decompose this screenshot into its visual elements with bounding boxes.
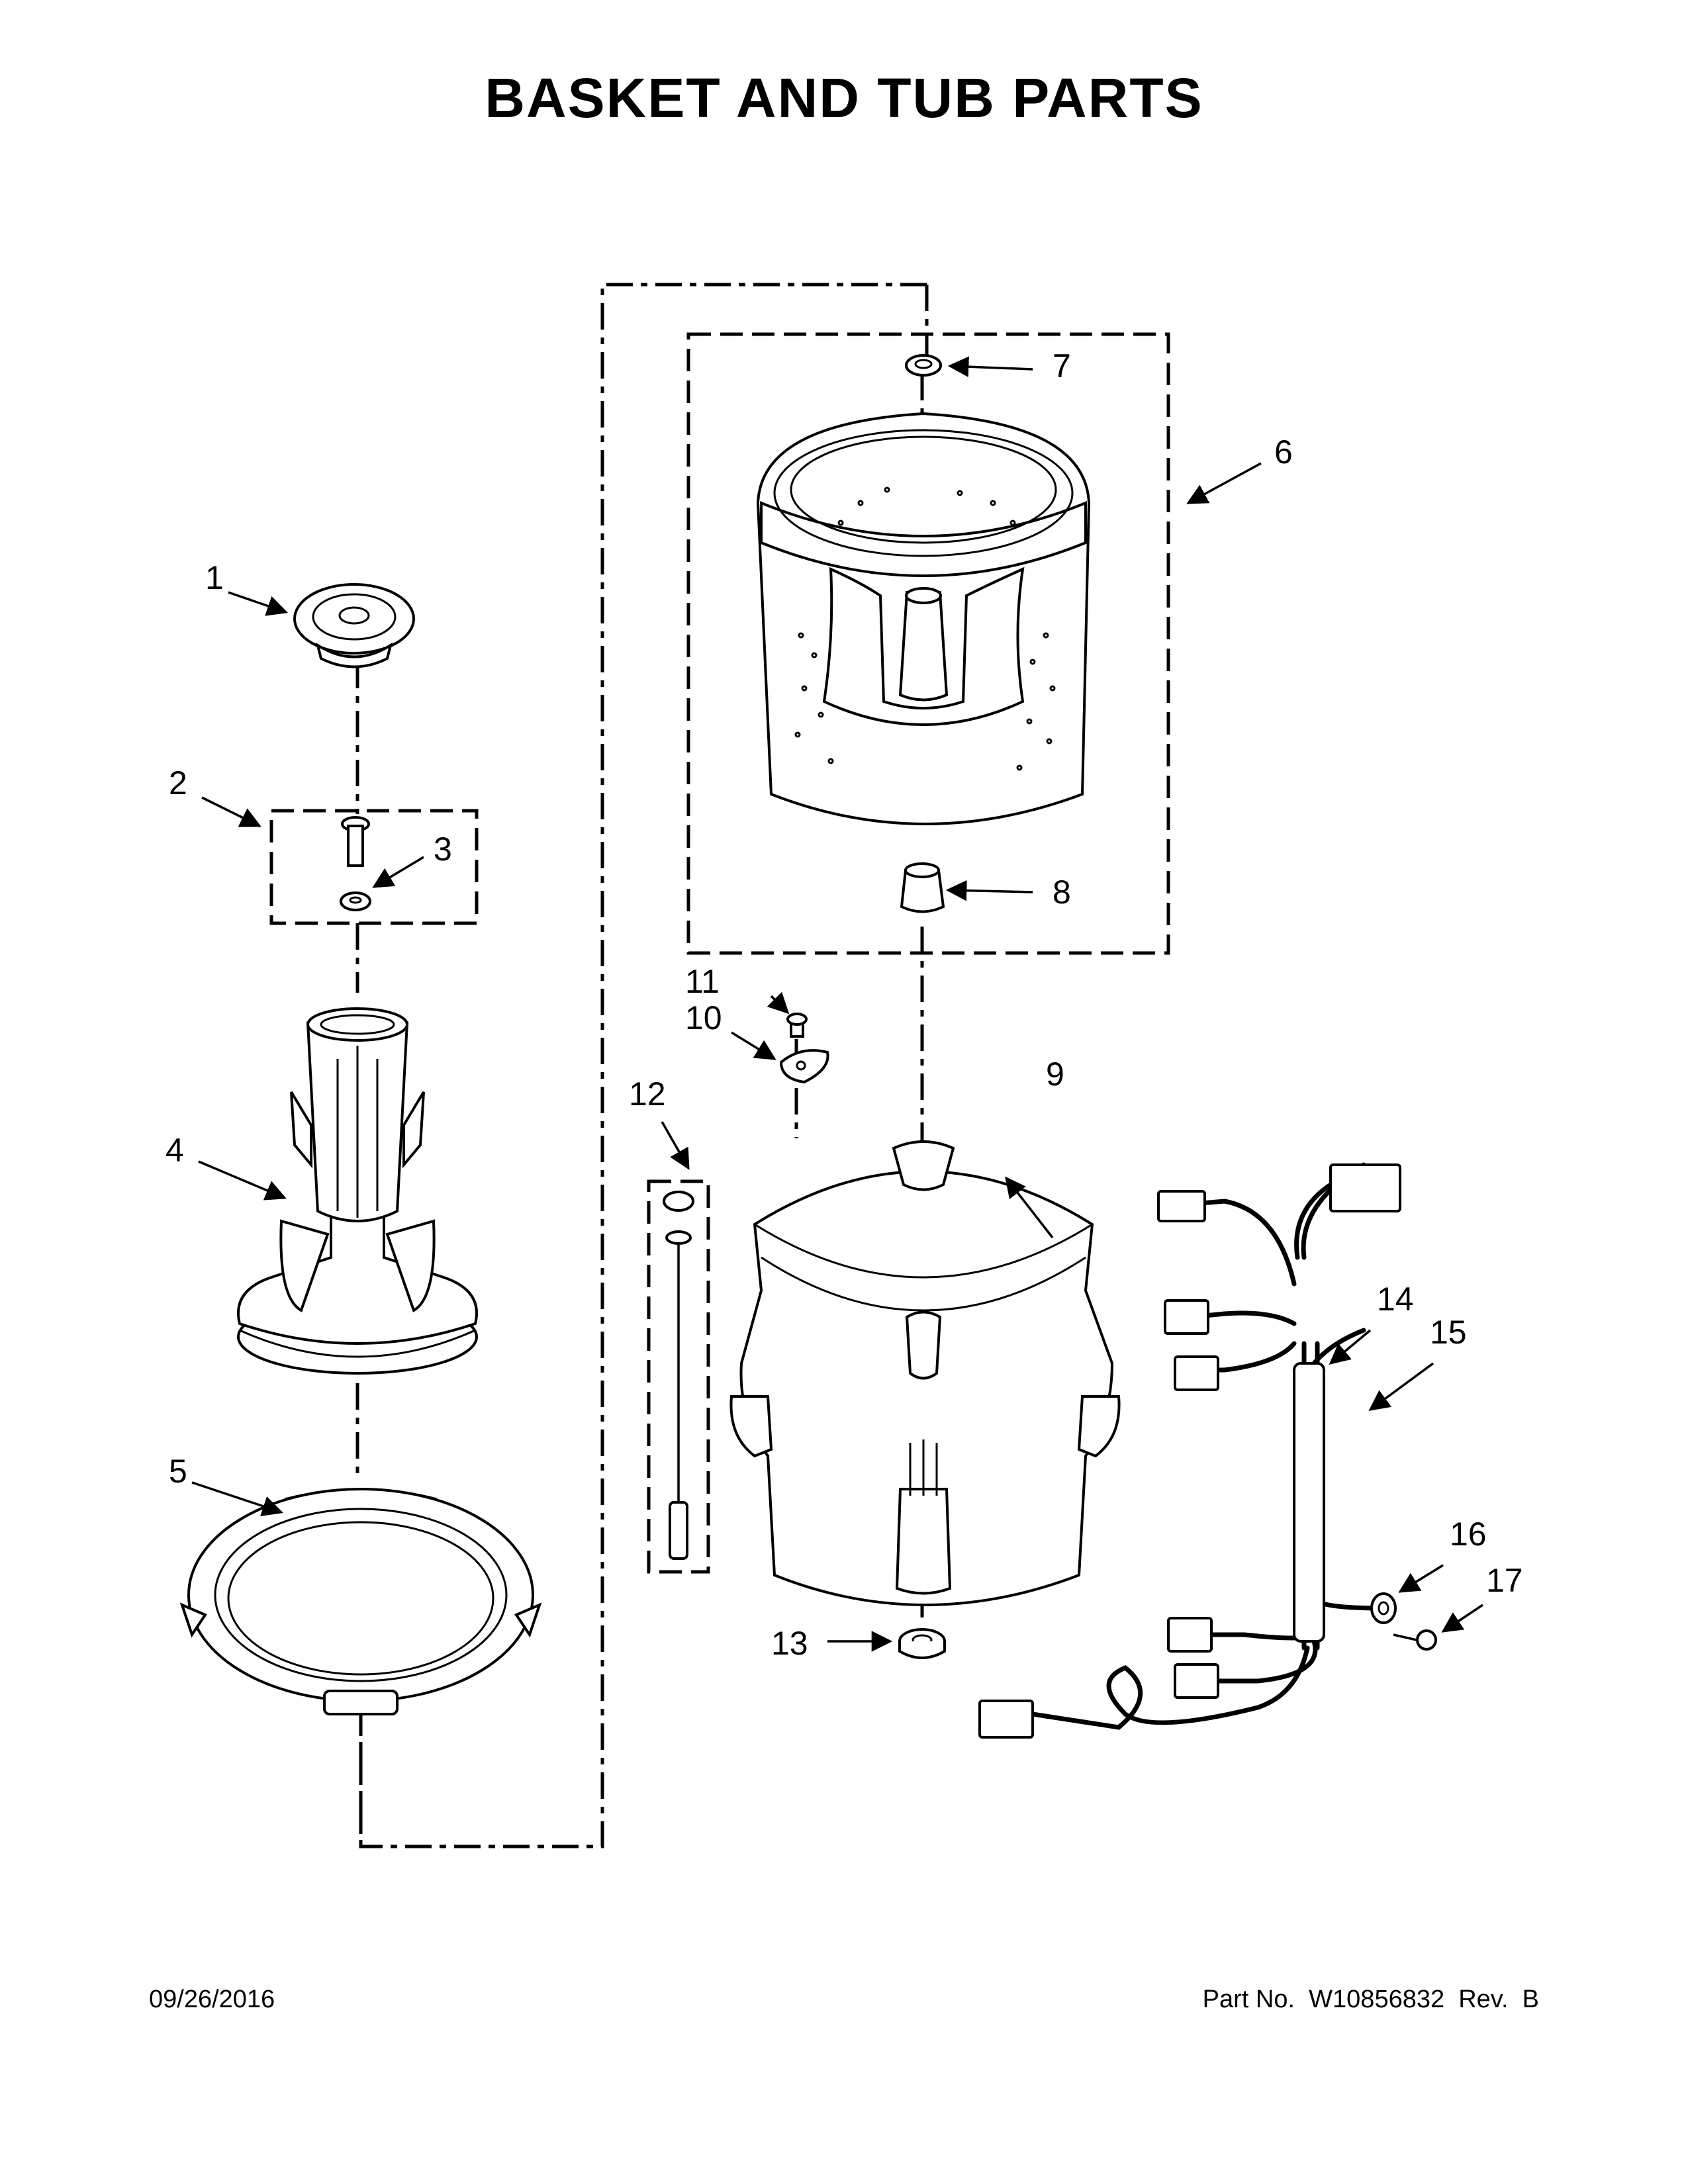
group-box-suspension-rod [647,1179,710,1574]
part-screw [786,1013,808,1038]
callout-11: 11 [685,963,720,1000]
leader-lines [191,356,1483,1652]
part-washer [340,891,371,911]
part-suspension-rod [663,1191,694,1560]
part-wire-harness [978,1162,1401,1739]
group-box-basket [686,332,1170,955]
callout-9: 9 [1046,1056,1064,1093]
callout-10: 10 [685,999,722,1036]
page-title: BASKET AND TUB PARTS [485,67,1203,129]
callout-3: 3 [434,831,452,868]
part-agitator [237,1007,478,1375]
part-tub-ring [179,1488,542,1715]
callout-5: 5 [169,1453,187,1490]
part-agitator-cap [293,583,415,668]
callout-labels: 1 2 3 4 5 6 7 8 9 10 11 12 13 14 15 16 1… [165,347,1523,1662]
callout-8: 8 [1053,874,1071,911]
callout-7: 7 [1053,347,1071,385]
part-outer-tub [729,1140,1121,1606]
callout-13: 13 [771,1625,808,1662]
callout-17: 17 [1486,1562,1523,1599]
outer-assembly-line [359,283,927,1848]
callout-1: 1 [205,559,224,596]
callout-14: 14 [1377,1281,1414,1318]
part-basket-nut [905,354,942,377]
group-box-bolt-washer [269,809,479,925]
callout-16: 16 [1450,1516,1487,1553]
footer-part-number: Part No. W10856832 Rev. B [1202,1985,1539,2013]
part-drive-hub [900,862,945,913]
callout-4: 4 [165,1132,184,1169]
part-bolt [341,816,370,867]
callout-12: 12 [629,1075,666,1113]
part-tub-seal [898,1628,946,1659]
callout-2: 2 [169,764,187,801]
part-basket [756,412,1091,825]
part-bracket [779,1049,829,1084]
part-wire-clip [1370,1592,1397,1624]
callout-6: 6 [1274,433,1293,471]
callout-15: 15 [1430,1314,1467,1351]
footer-date: 09/26/2016 [149,1985,275,2013]
part-clip-screw [1393,1629,1437,1651]
